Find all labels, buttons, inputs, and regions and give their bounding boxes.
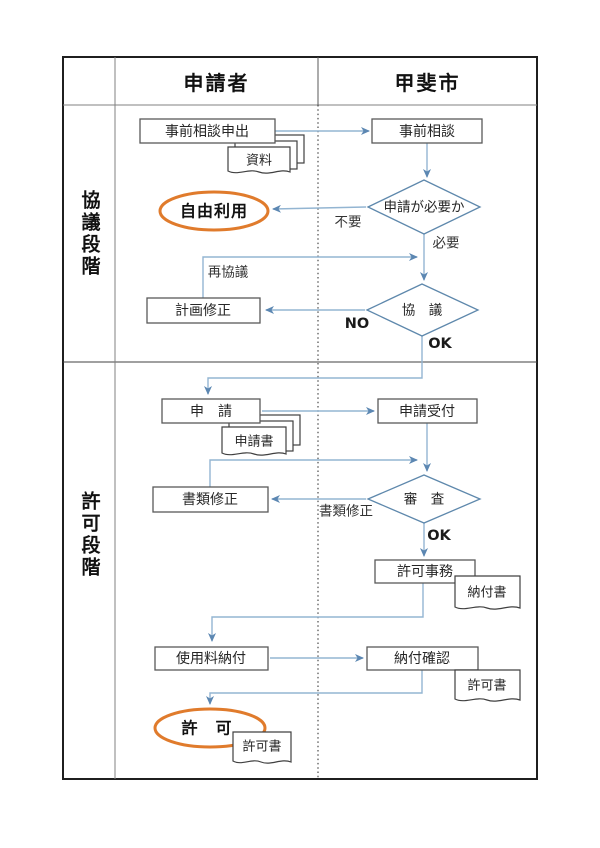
- label-doc-fix: 書類修正: [319, 504, 373, 520]
- payment-confirm-box: [366, 646, 479, 671]
- phase2-label: 許可段階: [78, 490, 101, 579]
- application-doc-stack: 申請書: [221, 414, 301, 456]
- sidebar-cell-phase2: 許可段階: [63, 362, 115, 779]
- header-cell-applicant: 申請者: [115, 57, 318, 105]
- doc-fix-label: 書類修正: [182, 492, 238, 508]
- application-doc-label: 申請書: [234, 435, 273, 450]
- document-sheet: [232, 731, 292, 764]
- need-check-label: 申請が必要か: [384, 200, 465, 216]
- document-sheet: [454, 669, 521, 702]
- apply-accept-label: 申請受付: [399, 404, 455, 420]
- permit-office-label: 許可事務: [397, 564, 453, 580]
- label-ok-consult: OK: [428, 336, 452, 352]
- apply-accept-box: [377, 398, 478, 424]
- edge-paymentconfirm-to-permit: [206, 670, 423, 705]
- review-label: 審 査: [404, 492, 445, 508]
- permit-cert-doc-city: 許可書: [454, 669, 521, 702]
- free-use-label: 自由利用: [180, 202, 248, 221]
- edge-permitoffice-to-feepayment: [208, 583, 424, 642]
- pre-consult-request-box: [139, 118, 276, 144]
- pre-consult-box: [371, 118, 483, 144]
- apply-box: [161, 398, 261, 424]
- header-applicant-label: 申請者: [183, 70, 250, 95]
- document-front-sheet: [221, 426, 287, 456]
- flow-boxes: 事前相談申出 事前相談 計画修正 申 請 申請受付 書類修正 許可事務 使用料納…: [139, 118, 483, 671]
- edge-docfix-return: [209, 456, 418, 487]
- permit-office-box: [374, 559, 476, 584]
- need-check-diamond: [366, 179, 482, 235]
- permit-label: 許 可: [181, 719, 232, 738]
- label-not-needed: 不要: [335, 215, 362, 231]
- materials-doc-label: 資料: [246, 154, 272, 169]
- label-needed: 必要: [433, 236, 460, 252]
- edge-labels: 不要 必要 再協議 NO OK 書類修正 OK: [208, 215, 460, 544]
- free-use-oval: [158, 190, 270, 232]
- consult-label: 協 議: [402, 302, 443, 319]
- payment-slip-doc: 納付書: [454, 575, 521, 610]
- edge-consult-ok-to-apply: [204, 336, 423, 395]
- edge-reconsult-return: [202, 253, 418, 298]
- label-reconsult: 再協議: [208, 264, 249, 281]
- edge-needcheck-to-freeuse: [272, 204, 367, 213]
- plan-fix-label: 計画修正: [175, 303, 231, 319]
- permit-cert-city-label: 許可書: [467, 679, 506, 694]
- apply-label: 申 請: [190, 404, 232, 420]
- payment-slip-label: 納付書: [467, 586, 506, 601]
- permit-cert-doc-applicant: 許可書: [232, 731, 292, 764]
- pre-consult-label: 事前相談: [399, 123, 455, 140]
- payment-confirm-label: 納付確認: [394, 651, 450, 667]
- table-outer-border: [62, 56, 538, 780]
- fee-payment-box: [154, 646, 269, 671]
- document-front-sheet: [227, 146, 291, 174]
- consult-diamond: [365, 283, 480, 337]
- phase1-label: 協議段階: [78, 189, 101, 278]
- table-grid: [62, 56, 538, 780]
- fee-payment-label: 使用料納付: [176, 650, 246, 667]
- flow-diamonds: 申請が必要か 協 議 審 査: [365, 179, 482, 524]
- flow-edges: [202, 127, 431, 705]
- review-diamond: [366, 474, 482, 524]
- label-no: NO: [345, 316, 369, 332]
- header-city-label: 甲斐市: [394, 70, 461, 95]
- document-sheet: [454, 575, 521, 610]
- permit-cert-applicant-label: 許可書: [242, 740, 281, 755]
- header-cell-city: 甲斐市: [318, 57, 537, 105]
- plan-fix-box: [146, 297, 261, 324]
- pre-consult-request-label: 事前相談申出: [165, 123, 249, 140]
- doc-fix-box: [152, 486, 269, 513]
- sidebar-cell-phase1: 協議段階: [63, 105, 115, 362]
- label-ok-review: OK: [427, 528, 451, 544]
